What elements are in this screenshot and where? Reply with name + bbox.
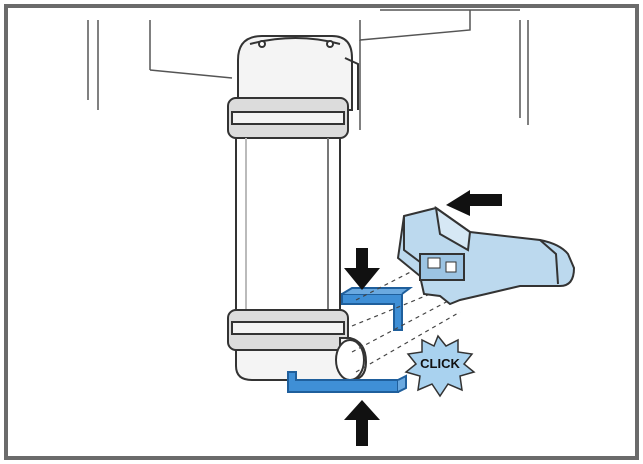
- alignment-guides: [351, 261, 461, 373]
- figure-frame: [4, 4, 639, 460]
- upper-blue-clip: [341, 287, 413, 331]
- starburst-icon: [404, 334, 476, 398]
- click-label: CLICK: [420, 356, 460, 371]
- arrow-up-icon: [344, 400, 380, 446]
- duct-adapter: [396, 205, 576, 306]
- background-cabinet: [87, 9, 529, 130]
- arrow-down-icon: [344, 248, 380, 290]
- vertical-duct: [227, 35, 368, 381]
- lower-blue-clip: [287, 371, 407, 393]
- click-callout: CLICK: [404, 334, 476, 398]
- arrow-left-icon: [446, 190, 502, 216]
